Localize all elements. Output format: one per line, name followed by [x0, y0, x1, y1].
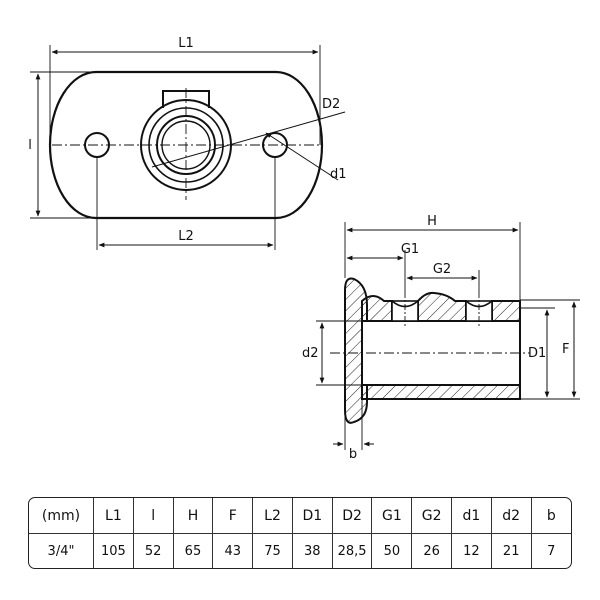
- label-H: H: [427, 214, 437, 229]
- header-cell-L2: L2: [252, 498, 293, 534]
- header-cell-D2: D2: [331, 498, 373, 534]
- cell-D2: 28,5: [331, 533, 373, 568]
- label-L2: L2: [178, 229, 194, 244]
- header-cell-H: H: [172, 498, 214, 534]
- cell-l: 52: [132, 533, 174, 568]
- cell-b: 7: [530, 533, 571, 568]
- spec-table-header-row: (mm) L1 l H F L2 D1 D2 G1 G2 d1 d2 b: [29, 498, 571, 534]
- label-G2: G2: [433, 262, 451, 277]
- spec-table: (mm) L1 l H F L2 D1 D2 G1 G2 d1 d2 b 3/4…: [28, 497, 572, 569]
- leader-d1: [265, 132, 339, 181]
- cell-H: 65: [172, 533, 214, 568]
- cell-L1: 105: [93, 533, 134, 568]
- header-cell-G2: G2: [411, 498, 453, 534]
- leader-D2: [151, 111, 346, 168]
- top-view: L1 l L2 D2 d1: [28, 36, 347, 250]
- body-upper-wall: [361, 291, 521, 322]
- header-cell-l: l: [132, 498, 174, 534]
- header-cell-F: F: [212, 498, 254, 534]
- plate-outline: [48, 70, 324, 220]
- technical-drawing: L1 l L2 D2 d1: [28, 36, 580, 462]
- cell-L2: 75: [252, 533, 293, 568]
- header-cell-d2: d2: [490, 498, 532, 534]
- cell-G1: 50: [371, 533, 413, 568]
- cell-size: 3/4": [29, 533, 94, 568]
- side-section-view: H G1 G2 d2 D1 F b: [302, 214, 580, 462]
- cell-D1: 38: [291, 533, 333, 568]
- cell-d2: 21: [490, 533, 532, 568]
- header-cell-d1: d1: [451, 498, 492, 534]
- header-cell-b: b: [530, 498, 571, 534]
- label-d2: d2: [302, 346, 319, 361]
- label-b: b: [349, 447, 357, 462]
- label-F: F: [562, 342, 569, 357]
- cell-F: 43: [212, 533, 254, 568]
- header-cell-L1: L1: [93, 498, 134, 534]
- label-D1: D1: [528, 346, 546, 361]
- header-cell-unit: (mm): [29, 498, 94, 534]
- label-D2: D2: [322, 97, 340, 112]
- body-lower-wall: [361, 384, 521, 400]
- header-cell-G1: G1: [371, 498, 413, 534]
- cell-G2: 26: [411, 533, 453, 568]
- label-d1: d1: [330, 167, 347, 182]
- label-l: l: [28, 138, 32, 153]
- cell-d1: 12: [451, 533, 492, 568]
- header-cell-D1: D1: [291, 498, 333, 534]
- label-G1: G1: [401, 242, 419, 257]
- spec-table-row: 3/4" 105 52 65 43 75 38 28,5 50 26 12 21…: [29, 533, 571, 568]
- label-L1: L1: [178, 36, 194, 51]
